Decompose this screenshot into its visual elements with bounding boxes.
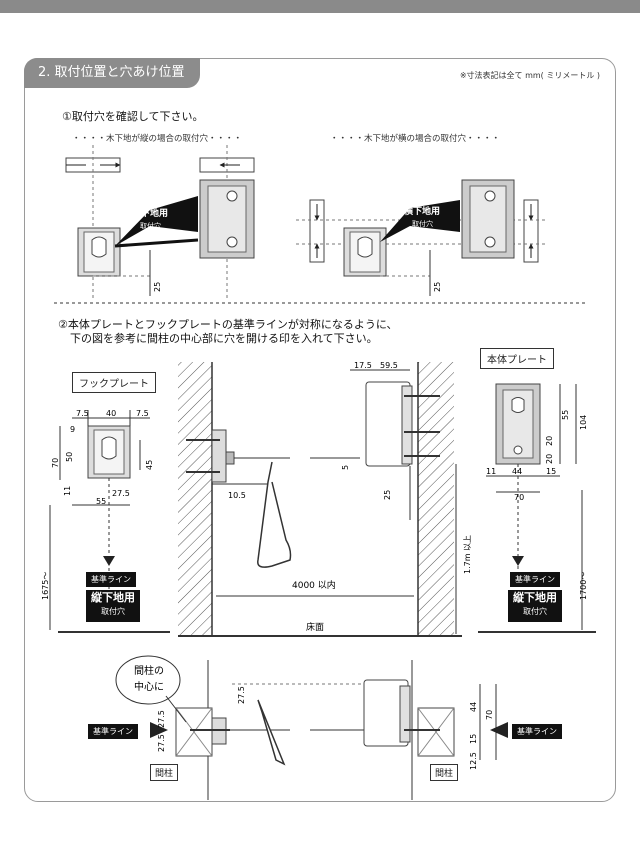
body-dim-6: 44 (512, 467, 522, 476)
body-plate-diagram (486, 383, 583, 630)
plan-dim-left-3: 27.5 (237, 686, 246, 704)
hook-dim-4: 9 (70, 425, 75, 434)
body-plate-label: 本体プレート (480, 348, 554, 369)
plan-stud-left: 間柱 (150, 764, 179, 781)
room-cross-section (178, 362, 462, 637)
plan-dim-right-1: 44 (469, 702, 478, 712)
plan-callout-line1: 間柱の (134, 664, 164, 677)
plan-dim-right-4: 12.5 (469, 752, 478, 770)
center-dim-2: 59.5 (380, 361, 398, 370)
plan-base-line-left: 基準ライン (88, 724, 138, 739)
plan-dim-right-3: 15 (469, 734, 478, 744)
plan-dim-left-2: 27.5 (157, 734, 166, 752)
section-title: 2. 取付位置と穴あけ位置 (24, 58, 200, 88)
hook-base-line-tag: 基準ライン (86, 572, 136, 587)
plan-base-line-right: 基準ライン (512, 724, 562, 739)
horizontal-dim-25: 25 (433, 282, 442, 292)
step1-heading: ①取付穴を確認して下さい。 (62, 110, 204, 123)
body-dim-7: 15 (546, 467, 556, 476)
plan-stud-right: 間柱 (430, 764, 459, 781)
content-panel (24, 58, 616, 802)
center-dim-25: 25 (383, 490, 392, 500)
center-floor: 床面 (306, 621, 324, 633)
plan-dim-right-2: 70 (485, 710, 494, 720)
body-hole-tag-line2: 取付穴 (523, 607, 547, 616)
top-bar (0, 0, 640, 13)
hook-dim-7: 45 (145, 460, 154, 470)
plan-dim-left-1: 27.5 (157, 710, 166, 728)
hook-dim-9: 27.5 (112, 489, 130, 498)
hook-plate-diagram (49, 410, 150, 630)
hook-dim-5: 70 (51, 458, 60, 468)
body-dim-3: 20 (545, 436, 554, 446)
vertical-stud-diagram (65, 145, 255, 300)
center-span: 4000 以内 (292, 579, 336, 591)
body-hole-tag: 縦下地用 取付穴 (508, 590, 562, 622)
horizontal-callout-line2: 取付穴 (412, 219, 433, 228)
hook-dim-10: 55 (96, 497, 106, 506)
body-base-line-tag: 基準ライン (510, 572, 560, 587)
hook-dim-2: 40 (106, 409, 116, 418)
vertical-callout-line2: 取付穴 (140, 221, 161, 230)
body-dim-8: 70 (514, 493, 524, 502)
step2-heading-line1: ②本体プレートとフックプレートの基準ラインが対称になるように、 (58, 318, 398, 331)
hook-hole-tag-line1: 縦下地用 (91, 591, 135, 604)
vertical-caption: ・・・・木下地が縦の場合の取付穴・・・・ (72, 134, 243, 144)
plan-view (115, 655, 508, 800)
hook-dim-6: 50 (65, 452, 74, 462)
unit-note: ※寸法表記は全て mm( ミリメートル ) (459, 71, 600, 80)
body-dim-1: 55 (561, 410, 570, 420)
center-dim-5: 5 (341, 465, 350, 470)
body-hole-tag-line1: 縦下地用 (513, 591, 557, 604)
center-height: 1.7m 以上 (463, 535, 472, 574)
hook-hole-tag-line2: 取付穴 (101, 607, 125, 616)
body-dim-2: 104 (579, 415, 588, 430)
hook-plate-label: フックプレート (72, 372, 156, 393)
hook-dim-3: 7.5 (136, 409, 149, 418)
hook-dim-1: 7.5 (76, 409, 89, 418)
center-dim-1: 17.5 (354, 361, 372, 370)
hook-dim-11: 1675～ (41, 572, 50, 600)
center-dim-10-5: 10.5 (228, 491, 246, 500)
plan-callout-line2: 中心に (134, 680, 164, 693)
body-dim-9: 1700～ (579, 572, 588, 600)
body-dim-4: 20 (545, 454, 554, 464)
horizontal-callout-line1: 横下地用 (404, 205, 440, 217)
horizontal-stud-diagram (296, 179, 548, 296)
horizontal-caption: ・・・・木下地が横の場合の取付穴・・・・ (330, 134, 501, 144)
step2-heading-line2: 下の図を参考に間柱の中心部に穴を開ける印を入れて下さい。 (70, 332, 378, 345)
hook-hole-tag: 縦下地用 取付穴 (86, 590, 140, 622)
hook-dim-8: 11 (63, 486, 72, 496)
body-dim-5: 11 (486, 467, 496, 476)
vertical-dim-25: 25 (153, 282, 162, 292)
vertical-callout-line1: 縦下地用 (132, 207, 168, 219)
